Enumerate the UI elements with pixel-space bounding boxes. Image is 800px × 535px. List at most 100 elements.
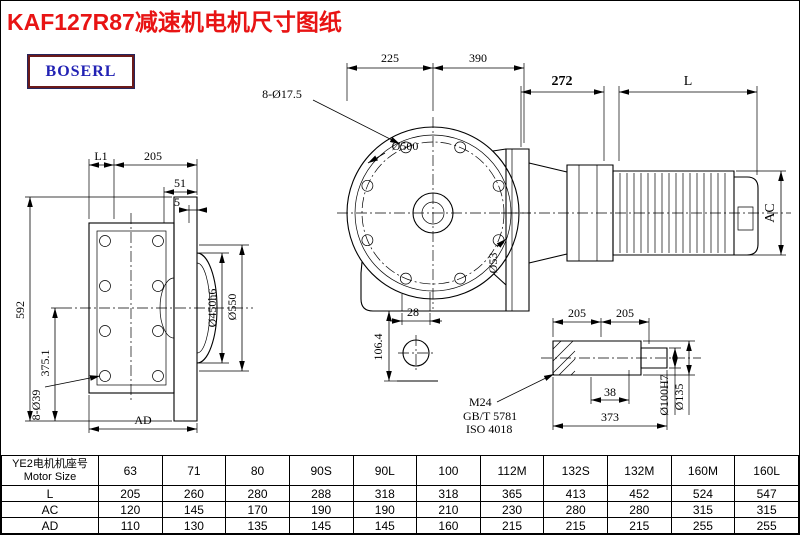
flange-circle-d500 <box>346 126 520 300</box>
size-col-90l: 90L <box>352 455 418 486</box>
cell-AC-3: 190 <box>288 501 354 518</box>
dim-28-label: 28 <box>407 305 419 319</box>
size-col-90s: 90S <box>288 455 354 486</box>
dim-ad-label: AD <box>134 413 152 427</box>
dim-d550-label: Ø550 <box>225 294 239 321</box>
table-header-row: YE2电机机座号 Motor Size 63 71 80 90S 90L 100… <box>1 455 799 486</box>
dim-8xd17-5-label: 8-Ø17.5 <box>262 87 302 101</box>
dim-d135-label: Ø135 <box>672 384 686 411</box>
front-view: Ø500 8-Ø17.5 225 390 Ø53 28 106.4 <box>262 51 531 382</box>
standard-gbt-label: GB/T 5781 <box>463 409 517 423</box>
size-col-160m: 160M <box>670 455 736 486</box>
row-label-L: L <box>1 485 99 502</box>
cell-L-5: 318 <box>416 485 481 502</box>
standard-iso-label: ISO 4018 <box>466 422 512 436</box>
size-col-132s: 132S <box>543 455 608 486</box>
cell-AD-2: 135 <box>225 517 290 534</box>
hub-circle <box>412 192 454 234</box>
cell-AD-1: 130 <box>161 517 227 534</box>
cell-AC-6: 230 <box>479 501 545 518</box>
dim-51-label: 51 <box>174 176 186 190</box>
motor-fins <box>619 173 726 253</box>
dim-375-1-label: 375.1 <box>38 350 52 377</box>
cell-AD-9: 255 <box>670 517 736 534</box>
shaft-boss-lines <box>401 292 431 311</box>
cell-L-4: 318 <box>352 485 418 502</box>
cell-L-1: 260 <box>161 485 227 502</box>
gearbox-body-inner <box>96 230 167 386</box>
dim-d100h7-label: Ø100H7 <box>657 374 671 415</box>
cell-L-9: 524 <box>670 485 736 502</box>
cell-L-3: 288 <box>288 485 354 502</box>
cell-AD-6: 215 <box>479 517 545 534</box>
thread-hatching <box>552 340 576 376</box>
dim-390-label: 390 <box>469 51 487 65</box>
cell-AD-8: 215 <box>607 517 672 534</box>
shaft-body <box>552 340 642 376</box>
cell-AD-4: 145 <box>352 517 418 534</box>
motor-mount-plate <box>505 148 530 312</box>
dim-5-label: 5 <box>174 195 180 209</box>
housing-outline <box>360 261 506 312</box>
cell-AD-5: 160 <box>416 517 481 534</box>
dim-592-label: 592 <box>13 301 27 319</box>
cell-AC-4: 190 <box>352 501 418 518</box>
fan-hub-detail <box>737 206 754 231</box>
row-label-AC: AC <box>1 501 99 518</box>
motor-size-header-cn: YE2电机机座号 <box>12 457 88 470</box>
cell-AC-8: 280 <box>607 501 672 518</box>
dim-m24-label: M24 <box>469 395 492 409</box>
dim-205-top-label: 205 <box>144 149 162 163</box>
cell-L-8: 452 <box>607 485 672 502</box>
shaft-bore-circle <box>421 201 445 225</box>
cell-L-10: 547 <box>734 485 799 502</box>
size-col-100: 100 <box>416 455 481 486</box>
motor-size-header-en: Motor Size <box>23 470 77 483</box>
row-label-AD: AD <box>1 517 99 534</box>
dim-l1-label: L1 <box>94 149 107 163</box>
cell-L-7: 413 <box>543 485 608 502</box>
dim-d450h6-label: Ø450h6 <box>205 289 219 328</box>
size-col-80: 80 <box>225 455 290 486</box>
flange-spigot-arc-outer <box>196 252 218 364</box>
cell-AC-0: 120 <box>98 501 163 518</box>
cell-AC-2: 170 <box>225 501 290 518</box>
dim-106-4-label: 106.4 <box>371 334 385 361</box>
cell-AC-7: 280 <box>543 501 608 518</box>
fan-cover <box>734 176 759 256</box>
size-col-160l: 160L <box>734 455 799 486</box>
boserl-logo: BOSERL <box>28 55 134 88</box>
dim-225-label: 225 <box>381 51 399 65</box>
dim-l-label: L <box>684 74 693 89</box>
motor-flange-block <box>566 164 614 262</box>
shaft-step <box>640 347 668 369</box>
cell-AD-7: 215 <box>543 517 608 534</box>
dim-d53-label: Ø53 <box>486 253 500 274</box>
boserl-logo-text: BOSERL <box>45 62 117 80</box>
size-col-71: 71 <box>161 455 227 486</box>
cell-AD-0: 110 <box>98 517 163 534</box>
size-col-63: 63 <box>98 455 163 486</box>
dim-8xd39-label: 8-Ø39 <box>29 390 43 421</box>
cell-L-2: 280 <box>225 485 290 502</box>
dim-373-label: 373 <box>601 410 619 424</box>
cell-L-6: 365 <box>479 485 545 502</box>
table-row-AC: AC 120 145 170 190 190 210 230 280 280 3… <box>1 501 799 518</box>
adapter-bell <box>528 162 568 264</box>
motor-size-table: YE2电机机座号 Motor Size 63 71 80 90S 90L 100… <box>1 455 799 534</box>
motor-size-header-cell: YE2电机机座号 Motor Size <box>1 455 99 486</box>
cell-AD-3: 145 <box>288 517 354 534</box>
size-col-112m: 112M <box>479 455 545 486</box>
dim-38-label: 38 <box>604 385 616 399</box>
bolt-holes-8xd39 <box>99 235 164 382</box>
flange-spigot-arc-inner <box>196 262 211 354</box>
output-flange-plate <box>173 196 198 422</box>
front-centerlines <box>337 117 531 309</box>
cell-AC-10: 315 <box>734 501 799 518</box>
page-title: KAF127R87减速机电机尺寸图纸 <box>7 9 342 35</box>
cell-AC-5: 210 <box>416 501 481 518</box>
size-col-132m: 132M <box>607 455 672 486</box>
cell-AC-9: 315 <box>670 501 736 518</box>
side-view: 272 L AC <box>501 74 791 264</box>
